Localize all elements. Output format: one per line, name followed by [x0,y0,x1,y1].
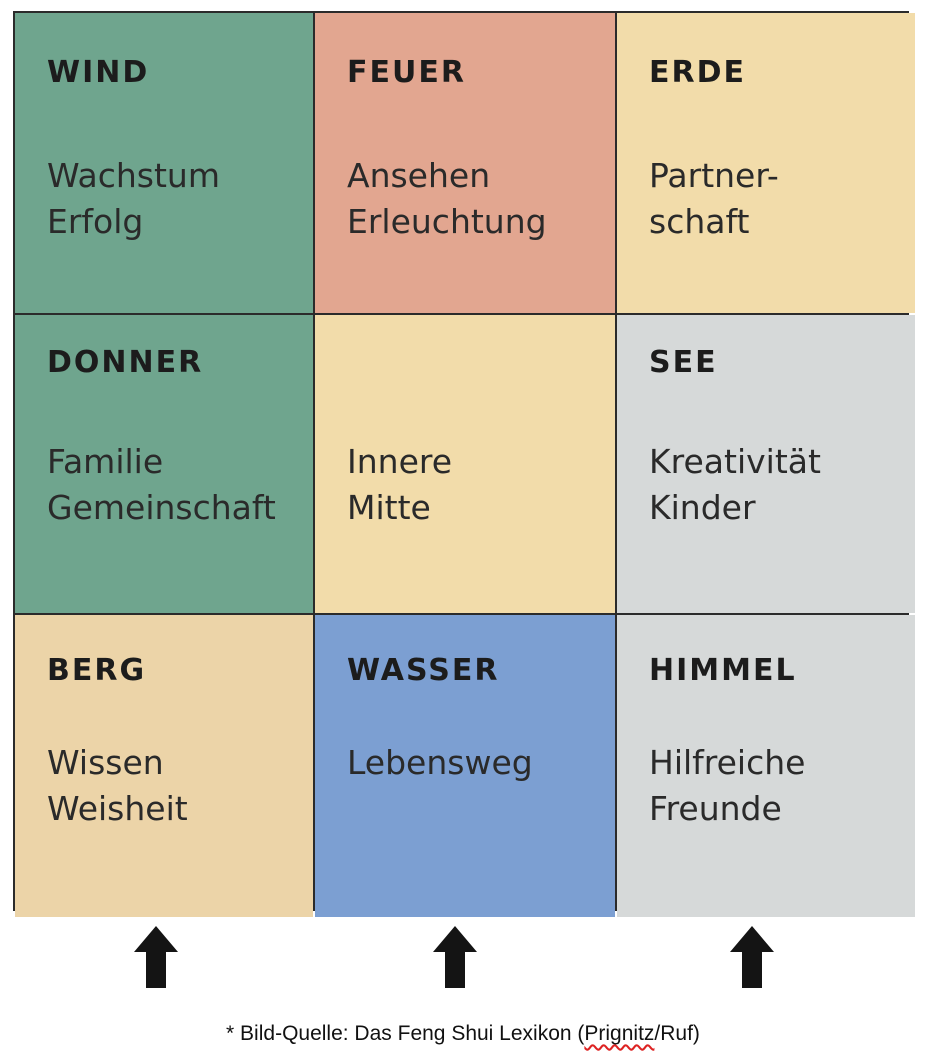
cell-text: Familie Gemeinschaft [47,442,276,527]
cell-text: Kreativität Kinder [649,442,821,527]
cell-text: Innere Mitte [347,442,453,527]
bagua-cell-wasser: WASSER Lebensweg [315,615,615,917]
image-source-caption: * Bild-Quelle: Das Feng Shui Lexikon (Pr… [0,1022,926,1046]
cell-title: HIMMEL [649,653,797,688]
bagua-cell-wind: WIND Wachstum Erfolg [15,13,313,313]
cell-title: WASSER [347,653,500,688]
cell-text: Ansehen Erleuchtung [347,156,547,241]
cell-text: Wachstum Erfolg [47,156,220,241]
cell-text: Partner- schaft [649,156,779,241]
bagua-cell-berg: BERG Wissen Weisheit [15,615,313,917]
bagua-cell-see: SEE Kreativität Kinder [617,315,915,613]
caption-prefix: * Bild-Quelle: Das Feng Shui Lexikon ( [226,1022,585,1045]
bagua-cell-erde: ERDE Partner- schaft [617,13,915,313]
cell-title: DONNER [47,345,204,380]
bagua-cell-mitte: Innere Mitte [315,315,615,613]
caption-suffix: /Ruf) [654,1022,700,1045]
bagua-cell-donner: DONNER Familie Gemeinschaft [15,315,313,613]
cell-title: SEE [649,345,718,380]
bagua-grid: WIND Wachstum Erfolg FEUER Ansehen Erleu… [13,11,915,917]
up-arrow-icon [730,926,774,988]
cell-text: Hilfreiche Freunde [649,743,806,828]
cell-text: Wissen Weisheit [47,743,188,828]
cell-title: ERDE [649,55,746,90]
up-arrow-icon [433,926,477,988]
bagua-cell-himmel: HIMMEL Hilfreiche Freunde [617,615,915,917]
cell-title: BERG [47,653,147,688]
cell-title: FEUER [347,55,466,90]
bagua-cell-feuer: FEUER Ansehen Erleuchtung [315,13,615,313]
cell-text: Lebensweg [347,743,533,782]
up-arrow-icon [134,926,178,988]
caption-author-spellcheck: Prignitz [584,1022,655,1045]
cell-title: WIND [47,55,150,90]
